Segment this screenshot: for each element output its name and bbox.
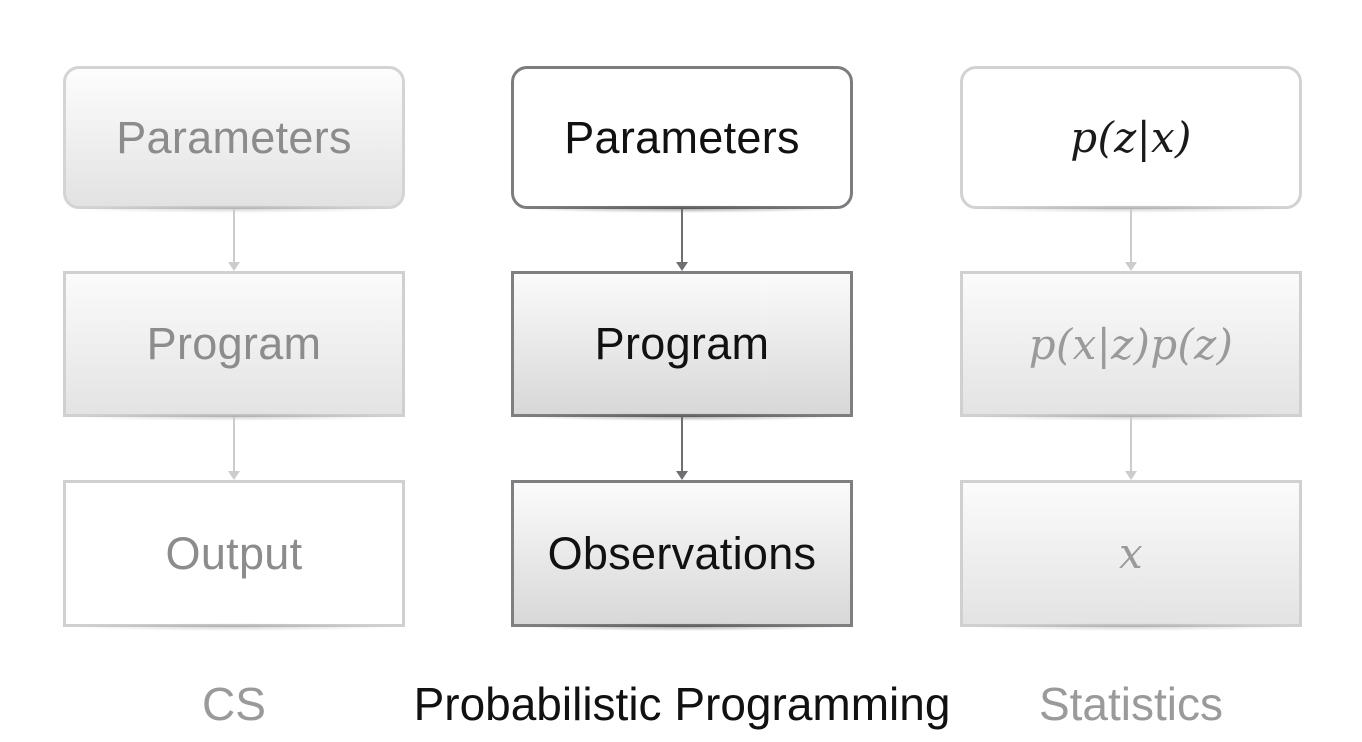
stats-caption: Statistics [1038, 678, 1224, 730]
cs-output-label: Output [165, 527, 303, 579]
stats-posterior-box: p(z|x) [960, 66, 1302, 213]
statistics-column: p(z|x) p(x|z)p(z) x Statistics [960, 0, 1302, 742]
stats-posterior-label: p(z|x) [1070, 113, 1192, 162]
cs-output-box: Output [63, 480, 405, 631]
cs-column: Parameters Program Output CS [63, 0, 405, 742]
pp-program-box: Program [511, 271, 853, 421]
stats-data-box: x [960, 480, 1302, 631]
pp-program-label: Program [594, 318, 770, 369]
cs-program-box: Program [63, 271, 405, 421]
pp-parameters-label: Parameters [564, 111, 800, 163]
pp-observations-label: Observations [547, 527, 817, 579]
pp-observations-box: Observations [511, 480, 853, 631]
cs-parameters-label: Parameters [116, 111, 352, 163]
stats-joint-box: p(x|z)p(z) [960, 271, 1302, 421]
cs-program-label: Program [146, 318, 322, 369]
probabilistic-programming-column: Parameters Program Observations Probabil… [414, 0, 950, 742]
pp-parameters-box: Parameters [511, 66, 853, 213]
cs-caption: CS [202, 678, 266, 730]
stats-data-label: x [1119, 529, 1143, 578]
stats-joint-label: p(x|z)p(z) [1028, 319, 1234, 369]
cs-parameters-box: Parameters [63, 66, 405, 213]
pp-caption: Probabilistic Programming [413, 678, 951, 730]
